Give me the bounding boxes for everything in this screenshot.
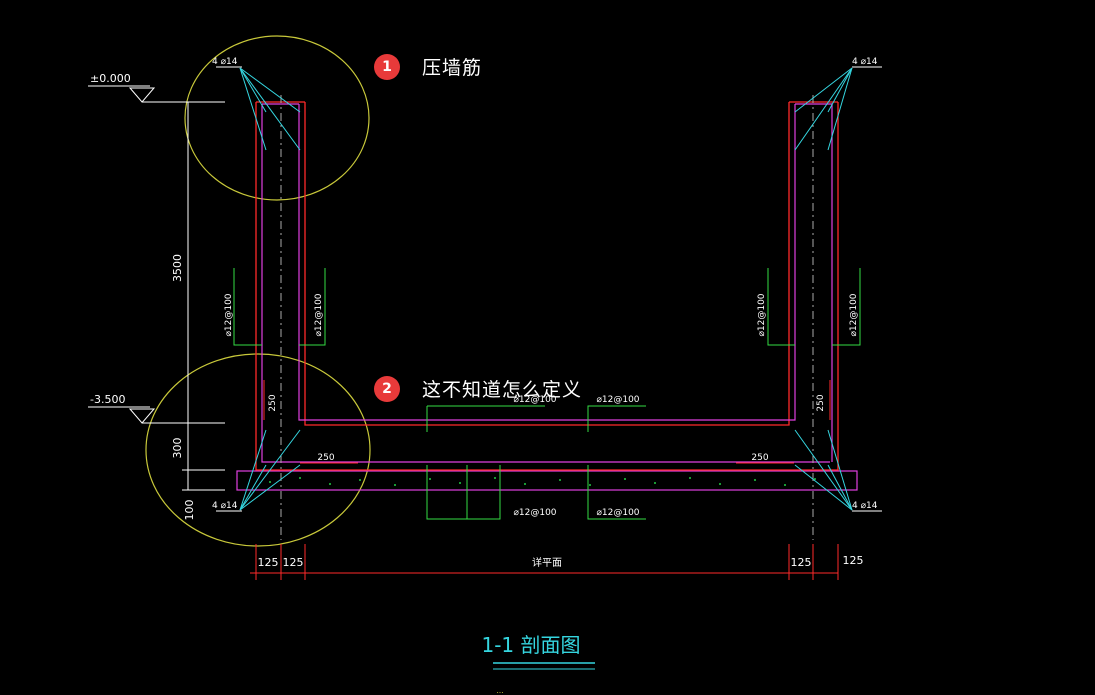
- callout-1: 1 压墙筋: [374, 53, 482, 80]
- dim-slab-thickness: 300: [171, 438, 184, 459]
- rebar-slab-top-1: ⌀12@100: [513, 395, 556, 405]
- elevation-markers: [88, 85, 225, 424]
- concrete-hatch: [269, 477, 816, 486]
- callout-1-badge: 1: [374, 53, 400, 80]
- rebar-top-right: 4 ⌀14: [852, 57, 878, 67]
- dim-cushion-thickness: 100: [183, 500, 196, 521]
- rebar-right-wall-outer: ⌀12@100: [849, 293, 859, 336]
- drawing-subtitle: …: [497, 687, 504, 695]
- leader-top-right: [794, 67, 853, 151]
- dim-left-anchor: 250: [268, 394, 278, 411]
- horizontal-dimensions: [250, 544, 839, 580]
- rebar-top-left: 4 ⌀14: [212, 57, 238, 67]
- rebar-left-wall-outer: ⌀12@100: [224, 293, 234, 336]
- wall-rebar-tags: [233, 268, 861, 520]
- dim-bottom-left-anchor: 250: [317, 453, 334, 463]
- highlight-circle-top: [184, 35, 370, 201]
- rebar-right-wall-inner: ⌀12@100: [757, 293, 767, 336]
- elevation-top: ±0.000: [90, 72, 131, 85]
- highlight-circle-bottom: [145, 353, 371, 547]
- rebar-slab-bottom-2: ⌀12@100: [596, 508, 639, 518]
- drawing-title: 1-1 剖面图: [481, 633, 580, 657]
- callout-2-label: 这不知道怎么定义: [422, 379, 583, 401]
- rebar-slab-bottom-1: ⌀12@100: [513, 508, 556, 518]
- dim-bottom-right-1: 125: [791, 556, 812, 569]
- rebar-bottom-left: 4 ⌀14: [212, 501, 238, 511]
- outer-outline: [255, 102, 839, 471]
- dim-wall-height: 3500: [171, 254, 184, 282]
- leader-bottom-left: [239, 429, 301, 511]
- callout-1-label: 压墙筋: [422, 57, 483, 79]
- elevation-bottom: -3.500: [90, 393, 125, 406]
- dim-bottom-right-2: 125: [843, 554, 864, 567]
- callout-2: 2 这不知道怎么定义: [374, 375, 582, 402]
- callout-2-badge: 2: [374, 375, 400, 402]
- rebar-slab-top-2: ⌀12@100: [596, 395, 639, 405]
- dim-bottom-left-2: 125: [283, 556, 304, 569]
- rebar-left-wall-inner: ⌀12@100: [314, 293, 324, 336]
- dim-bottom-left-1: 125: [258, 556, 279, 569]
- leader-bottom-right: [794, 429, 853, 511]
- inner-outline: [304, 102, 790, 426]
- cushion-layer: [236, 470, 858, 491]
- leader-top-left: [239, 67, 301, 151]
- dim-bottom-center: 详平面: [532, 556, 562, 569]
- left-wall-rebar: [261, 104, 833, 463]
- dim-bottom-right-anchor: 250: [751, 453, 768, 463]
- rebar-bottom-right: 4 ⌀14: [852, 501, 878, 511]
- dim-right-anchor: 250: [816, 394, 826, 411]
- vertical-dimensions: [182, 101, 225, 491]
